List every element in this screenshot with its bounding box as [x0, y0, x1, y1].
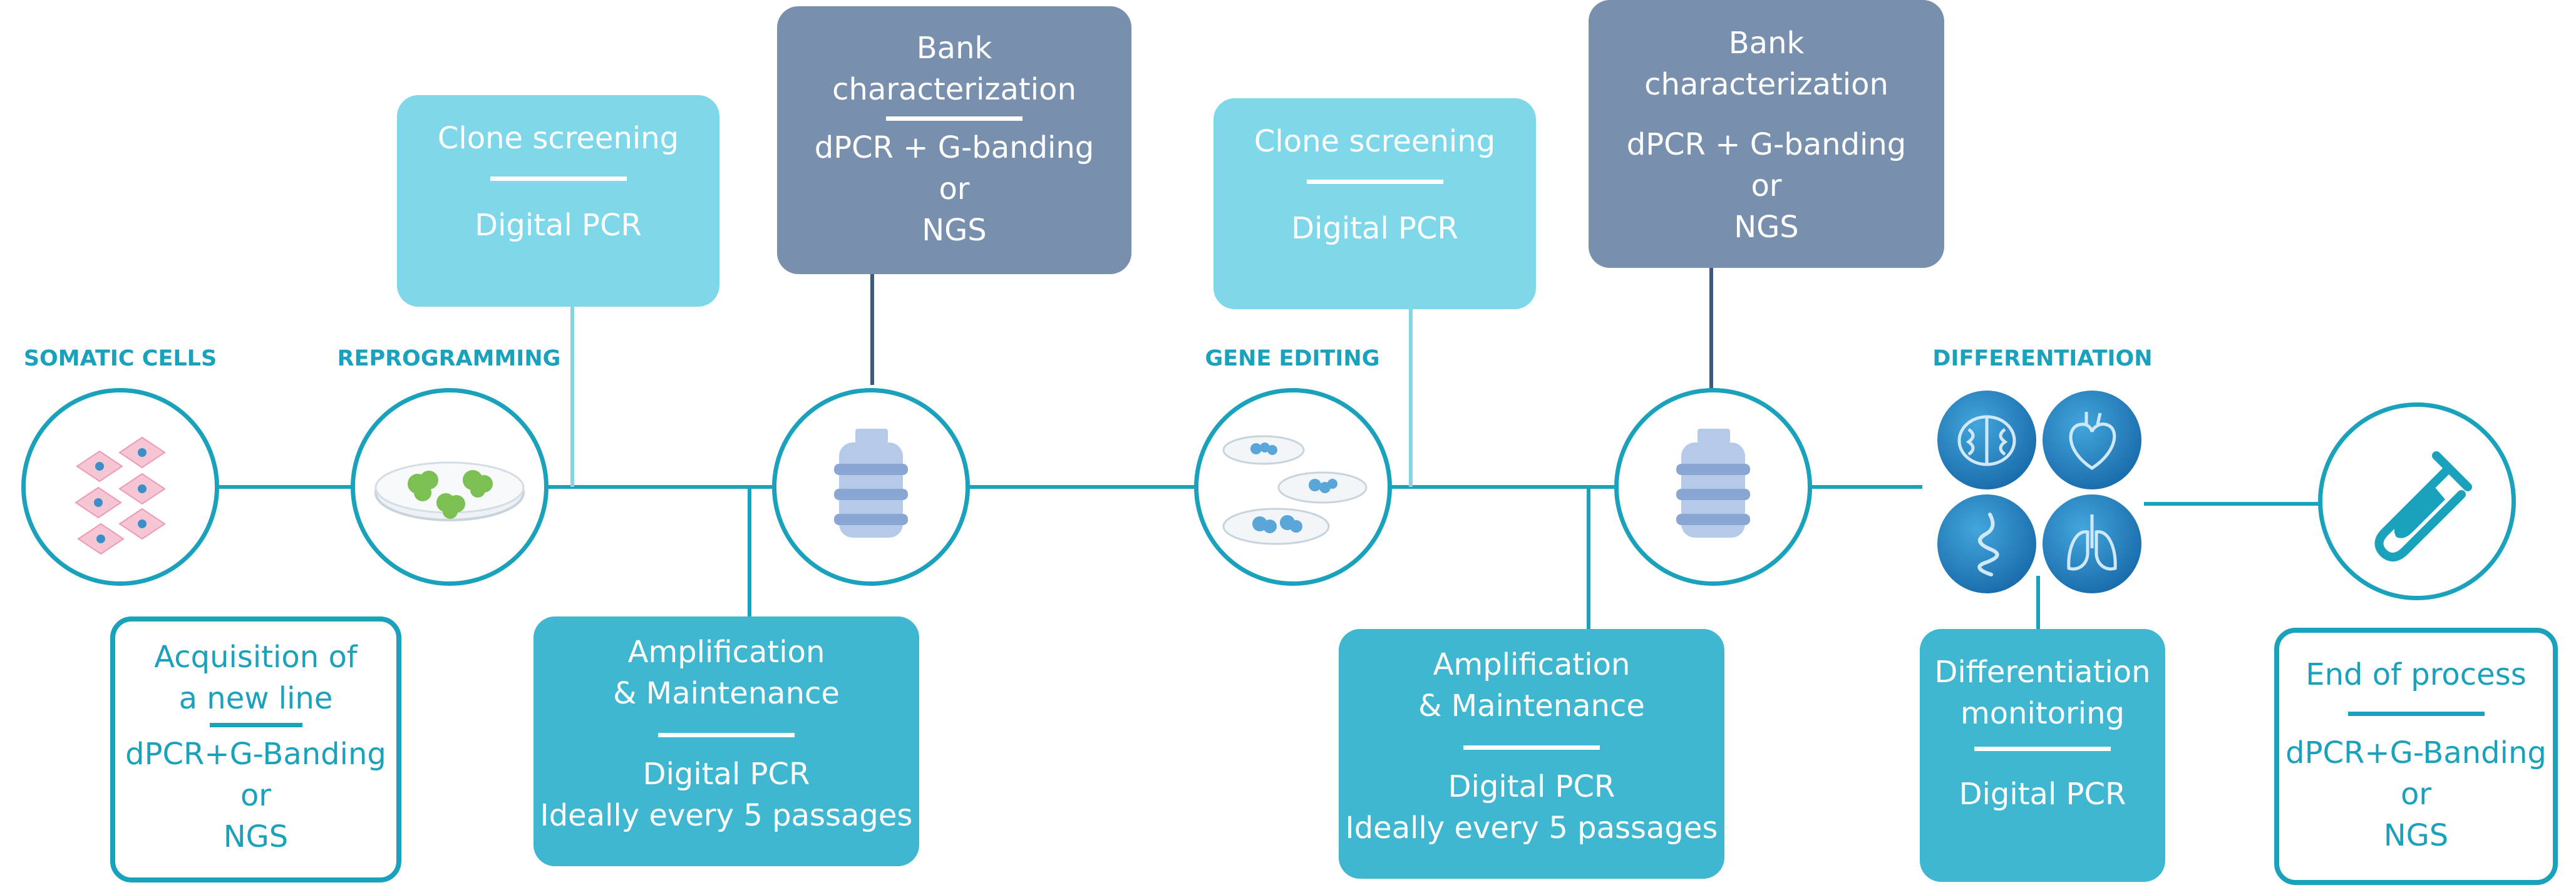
label-differentiation: DIFFERENTIATION [1932, 346, 2153, 371]
lungs-icon [2043, 494, 2141, 593]
petri-dishes-icon [1194, 388, 1392, 586]
bank-body-line-2: or [939, 171, 970, 207]
label-gene-editing: GENE EDITING [1205, 346, 1380, 371]
divider [886, 116, 1023, 121]
heart-icon [2043, 391, 2141, 489]
divider [1306, 180, 1443, 184]
bank-characterization-box-2: Bank characterization dPCR + G-banding o… [1589, 0, 1944, 268]
label-somatic-cells: SOMATIC CELLS [23, 346, 217, 371]
petri-dish-icon [351, 388, 549, 586]
label-reprogramming: REPROGRAMMING [337, 346, 561, 371]
cryo-bank-icon [1614, 388, 1812, 586]
diffmon-body: Digital PCR [1959, 777, 2126, 812]
bank-title-line-2: characterization [1644, 67, 1888, 102]
amp-body-line-1: Digital PCR [1448, 769, 1615, 804]
clone-screening-box-1: Clone screening Digital PCR [397, 95, 719, 307]
acquisition-body-line-3: NGS [223, 819, 289, 854]
acquisition-box: Acquisition of a new line dPCR+G-Banding… [110, 616, 401, 882]
amp-body-line-2: Ideally every 5 passages [1345, 811, 1718, 846]
divider [2347, 712, 2485, 716]
divider [658, 733, 795, 737]
bank-title-line-1: Bank [916, 31, 992, 66]
end-of-process-box: End of process dPCR+G-Banding or NGS [2274, 628, 2558, 885]
amplification-maintenance-box-2: Amplification & Maintenance Digital PCR … [1339, 629, 1724, 879]
differentiation-monitoring-box: Differentiation monitoring Digital PCR [1920, 629, 2165, 882]
bank-body-line-3: NGS [1734, 210, 1799, 245]
acquisition-body-line-2: or [240, 778, 272, 813]
amplification-maintenance-box-1: Amplification & Maintenance Digital PCR … [533, 616, 919, 866]
amp-title-line-2: & Maintenance [613, 676, 840, 711]
intestine-icon [1937, 494, 2036, 593]
brain-icon [1937, 391, 2036, 489]
acquisition-title-line-2: a new line [178, 681, 333, 716]
diffmon-title-line-1: Differentiation [1934, 655, 2151, 690]
acquisition-body-line-1: dPCR+G-Banding [125, 737, 386, 772]
divider [209, 723, 302, 727]
bank-characterization-box-1: Bank characterization dPCR + G-banding o… [777, 6, 1131, 274]
clone-screening-title: Clone screening [1254, 124, 1496, 159]
acquisition-title-line-1: Acquisition of [154, 640, 358, 675]
amp-title-line-1: Amplification [627, 635, 825, 670]
divider [490, 176, 627, 181]
clone-screening-body: Digital PCR [1291, 211, 1458, 246]
cryo-bank-icon [772, 388, 970, 586]
amp-title-line-1: Amplification [1433, 647, 1631, 682]
somatic-cells-icon [21, 388, 219, 586]
divider [1463, 745, 1600, 750]
diffmon-title-line-2: monitoring [1960, 696, 2125, 731]
divider [1974, 747, 2111, 751]
amp-title-line-2: & Maintenance [1418, 688, 1645, 724]
test-tube-icon [2318, 402, 2516, 600]
amp-body-line-2: Ideally every 5 passages [540, 798, 913, 833]
bank-body-line-3: NGS [922, 213, 987, 248]
end-title: End of process [2306, 657, 2527, 692]
clone-screening-box-2: Clone screening Digital PCR [1213, 98, 1536, 309]
bank-title-line-1: Bank [1728, 26, 1805, 61]
end-body-line-2: or [2400, 777, 2432, 812]
amp-body-line-1: Digital PCR [642, 757, 810, 792]
end-body-line-1: dPCR+G-Banding [2285, 735, 2547, 770]
bank-body-line-1: dPCR + G-banding [1626, 127, 1907, 162]
end-body-line-3: NGS [2383, 818, 2449, 853]
clone-screening-body: Digital PCR [475, 208, 642, 243]
bank-body-line-1: dPCR + G-banding [814, 130, 1095, 165]
bank-body-line-2: or [1751, 168, 1782, 203]
bank-title-line-2: characterization [832, 72, 1076, 107]
clone-screening-title: Clone screening [437, 121, 679, 156]
